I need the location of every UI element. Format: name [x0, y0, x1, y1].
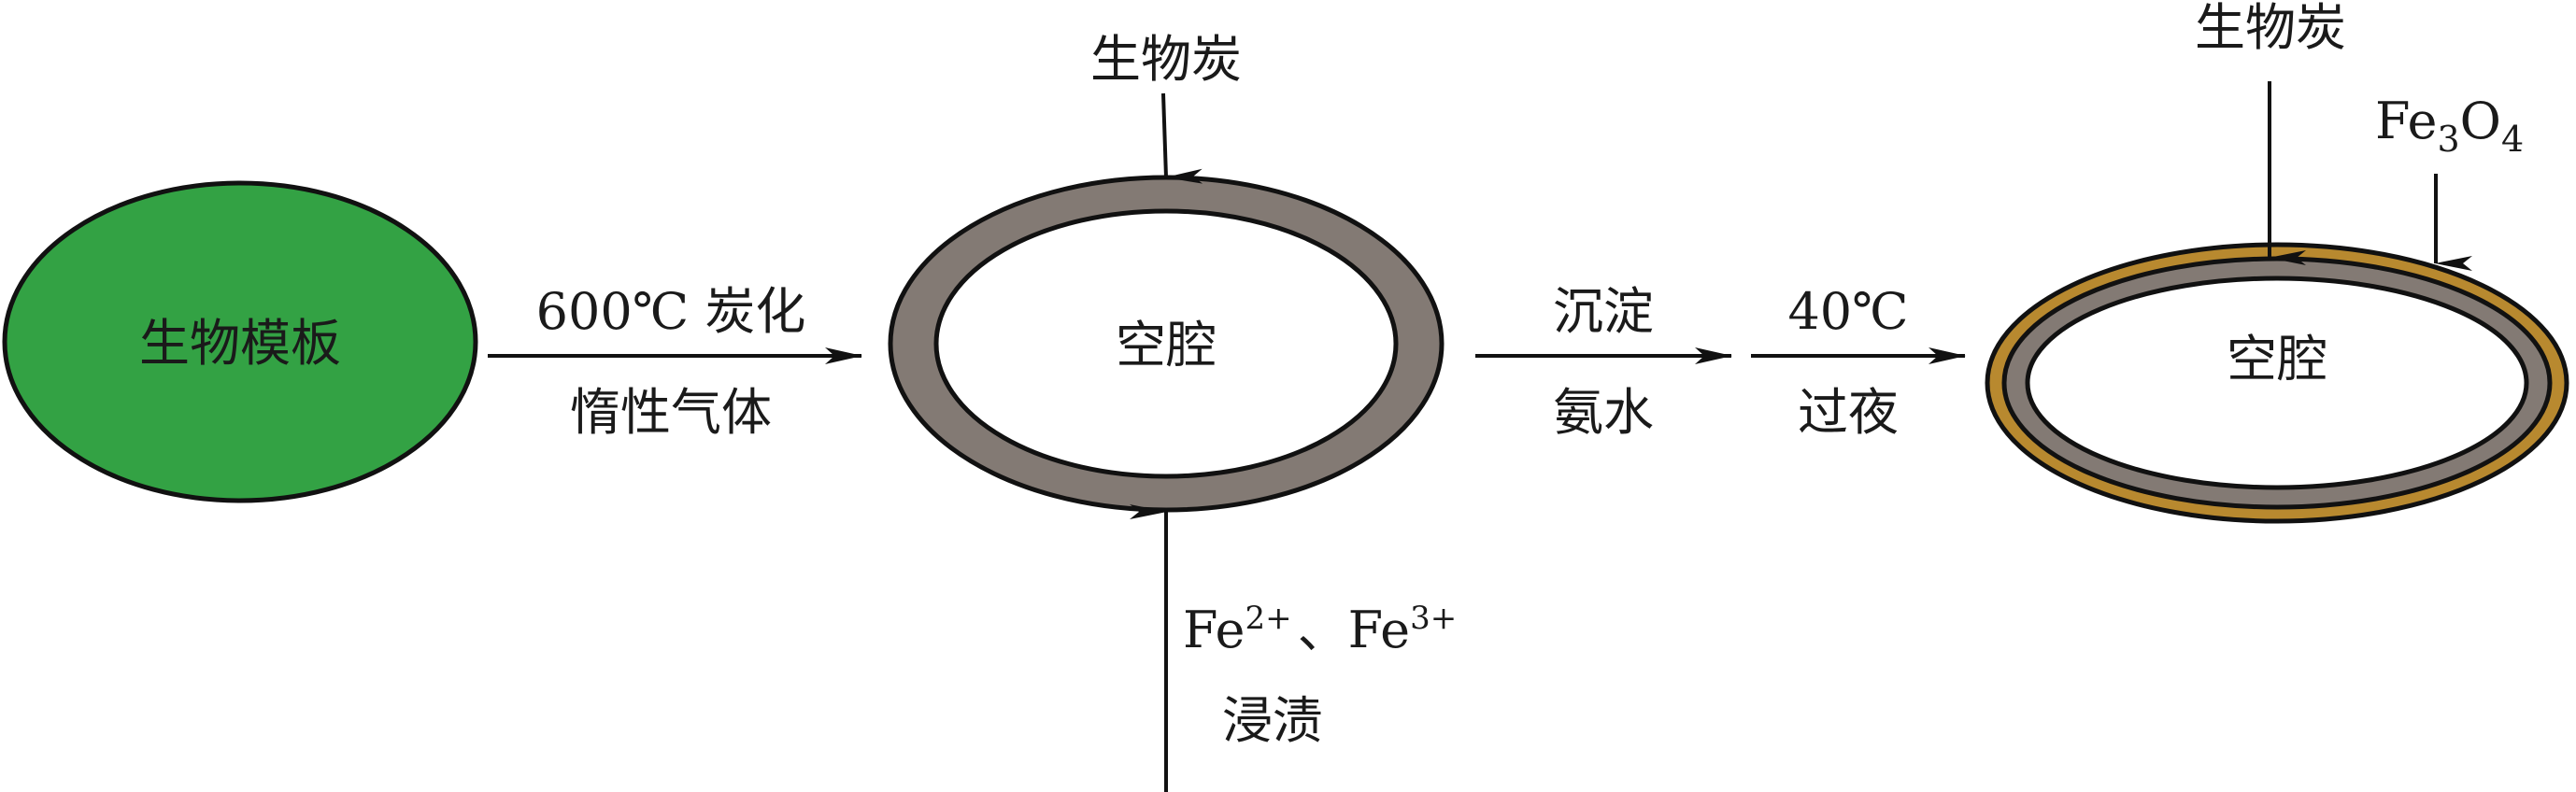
- hollow-cavity: [933, 208, 1399, 479]
- step1-condition: 600℃ 炭化: [536, 282, 806, 341]
- iron-ions-label: Fe2+、Fe3+: [1183, 600, 1457, 659]
- fe3o4-biochar-composite: 空腔 生物炭 Fe3O4: [1985, 0, 2569, 524]
- template-ellipse: [2, 180, 478, 503]
- biological-template: 生物模板: [2, 180, 478, 503]
- composite-cavity: [2025, 276, 2529, 490]
- step1-atmosphere: 惰性气体: [570, 383, 772, 442]
- composite-biochar-label: 生物炭: [2195, 0, 2346, 57]
- biochar-label: 生物炭: [1090, 30, 1242, 89]
- cavity-label: 空腔: [1116, 316, 1217, 375]
- step3-arrow-group: 40℃ 过夜: [1751, 282, 1966, 442]
- biochar-pointer-arrow: [1161, 92, 1203, 184]
- fe3o4-label: Fe3O4: [2375, 92, 2524, 160]
- hollow-biochar: 空腔 生物炭 Fe2+、Fe3+ 浸渍: [888, 30, 1457, 792]
- step3-temperature: 40℃: [1787, 282, 1908, 341]
- composite-cavity-label: 空腔: [2227, 330, 2327, 389]
- step2-reagent: 氨水: [1553, 383, 1654, 442]
- template-label: 生物模板: [139, 314, 341, 373]
- step1-arrow-group: 600℃ 炭化 惰性气体: [488, 282, 862, 442]
- step2-arrow-group: 沉淀 氨水: [1475, 282, 1732, 442]
- impregnation-label: 浸渍: [1222, 691, 1323, 750]
- step3-duration: 过夜: [1798, 383, 1899, 442]
- step2-process: 沉淀: [1553, 282, 1654, 341]
